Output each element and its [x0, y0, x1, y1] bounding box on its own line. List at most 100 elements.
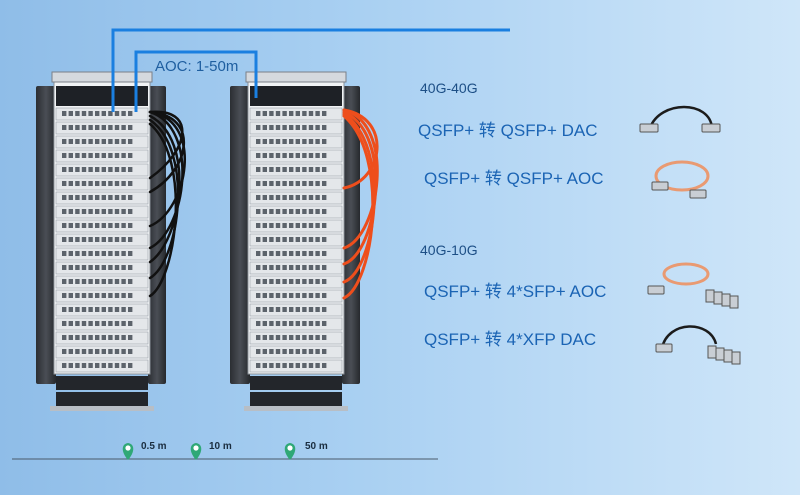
switch-port	[68, 195, 73, 200]
switch-port	[282, 307, 287, 312]
switch-port	[62, 321, 67, 326]
switch-port	[68, 349, 73, 354]
switch-port	[62, 111, 67, 116]
switch-port	[262, 223, 267, 228]
switch-port	[322, 265, 327, 270]
switch-port	[302, 139, 307, 144]
switch-port	[62, 153, 67, 158]
switch-port	[114, 125, 120, 130]
switch-port	[108, 349, 113, 354]
switch-port	[275, 349, 281, 354]
switch-port	[88, 153, 93, 158]
switch-port	[108, 265, 113, 270]
switch-port	[101, 125, 106, 130]
switch-port	[315, 223, 320, 228]
switch-port	[95, 293, 100, 298]
switch-port	[95, 237, 100, 242]
switch-port	[108, 139, 113, 144]
switch-port	[315, 237, 320, 242]
switch-port	[114, 307, 120, 312]
switch-port	[101, 223, 106, 228]
switch-port	[275, 153, 281, 158]
switch-port	[315, 209, 320, 214]
switch-port	[101, 181, 106, 186]
switch-port	[256, 335, 261, 340]
switch-port	[322, 125, 327, 130]
switch-port	[62, 209, 67, 214]
switch-port	[322, 293, 327, 298]
switch-port	[295, 279, 300, 284]
switch-port	[256, 195, 261, 200]
switch-port	[108, 223, 113, 228]
switch-port	[128, 335, 133, 340]
switch-port	[128, 153, 133, 158]
switch-port	[308, 279, 314, 284]
switch-port	[75, 125, 80, 130]
switch-port	[275, 363, 281, 368]
switch-port	[108, 279, 113, 284]
switch-port	[88, 167, 93, 172]
switch-port	[275, 237, 281, 242]
switch-port	[322, 153, 327, 158]
switch-port	[95, 167, 100, 172]
switch-port	[275, 265, 281, 270]
switch-port	[101, 321, 106, 326]
switch-port	[262, 153, 267, 158]
switch-port	[262, 279, 267, 284]
switch-port	[308, 195, 314, 200]
switch-port	[315, 335, 320, 340]
switch-port	[295, 265, 300, 270]
switch-port	[282, 237, 287, 242]
switch-port	[315, 363, 320, 368]
switch-port	[128, 181, 133, 186]
switch-port	[315, 139, 320, 144]
switch-port	[68, 237, 73, 242]
switch-port	[121, 167, 126, 172]
switch-port	[262, 195, 267, 200]
qsfp-aoc-cable-icon	[651, 160, 710, 199]
switch-port	[121, 111, 126, 116]
switch-port	[108, 363, 113, 368]
switch-port	[108, 209, 113, 214]
dac-cable-5	[148, 114, 181, 264]
switch-port	[269, 321, 274, 326]
switch-port	[68, 111, 73, 116]
switch-port	[289, 111, 294, 116]
switch-port	[308, 111, 314, 116]
switch-port	[289, 153, 294, 158]
location-pin-icon-3	[284, 443, 296, 460]
dac-cable-3	[148, 110, 186, 228]
switch-port	[128, 139, 133, 144]
switch-port	[62, 335, 67, 340]
switch-port	[81, 279, 87, 284]
switch-port	[322, 139, 327, 144]
switch-port	[282, 139, 287, 144]
switch-port	[114, 237, 120, 242]
switch-port	[75, 209, 80, 214]
rack-left-side-panel-left	[36, 86, 56, 384]
switch-port	[315, 195, 320, 200]
cable-label-qsfp-4xfp-dac: QSFP+ 转 4*XFP DAC	[424, 330, 597, 349]
switch-port	[114, 167, 120, 172]
switch-port	[114, 265, 120, 270]
switch-port	[302, 111, 307, 116]
switch-port	[289, 363, 294, 368]
switch-port	[289, 349, 294, 354]
cable-label-qsfp-qsfp-dac: QSFP+ 转 QSFP+ DAC	[418, 121, 598, 140]
switch-port	[289, 279, 294, 284]
switch-port	[88, 181, 93, 186]
switch-port	[315, 125, 320, 130]
switch-port	[114, 349, 120, 354]
switch-port	[269, 349, 274, 354]
switch-port	[88, 349, 93, 354]
switch-port	[262, 321, 267, 326]
switch-port	[128, 251, 133, 256]
switch-port	[269, 237, 274, 242]
switch-port	[282, 349, 287, 354]
switch-port	[81, 321, 87, 326]
switch-port	[302, 181, 307, 186]
switch-port	[121, 195, 126, 200]
switch-port	[295, 181, 300, 186]
switch-port	[315, 279, 320, 284]
dac-cable-6	[148, 118, 180, 280]
